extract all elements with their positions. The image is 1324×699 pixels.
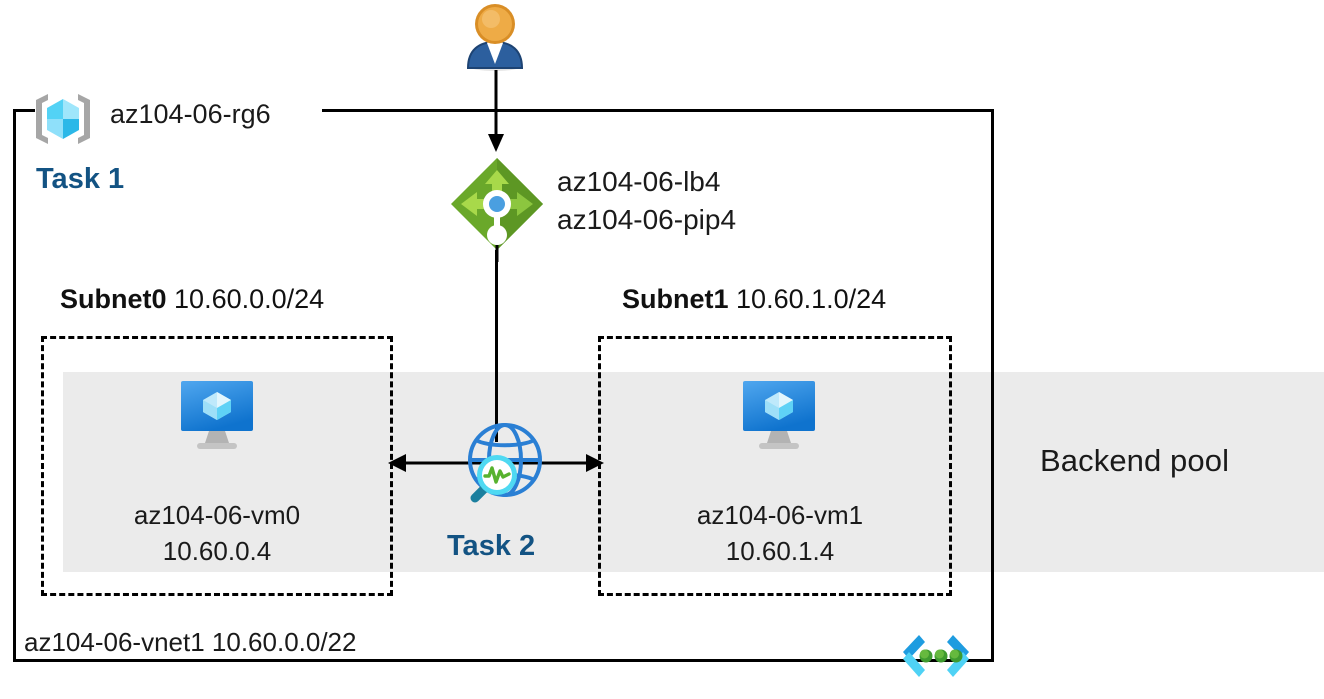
vm1-ip: 10.60.1.4 [725, 536, 835, 566]
virtual-network-chevron-icon [897, 633, 975, 685]
arrow-user-to-load-balancer [479, 70, 513, 154]
task-1-label: Task 1 [36, 163, 125, 195]
vm1-caption: az104-06-vm1 10.60.1.4 [660, 497, 900, 569]
resource-group-border-top-right [322, 109, 994, 112]
subnet0-title: Subnet0 10.60.0.0/24 [60, 284, 324, 315]
load-balancer-labels: az104-06-lb4 az104-06-pip4 [557, 163, 736, 239]
subnet1-cidr: 10.60.1.0/24 [736, 284, 887, 314]
virtual-machine-icon [738, 379, 820, 453]
vm1-name: az104-06-vm1 [696, 500, 864, 530]
resource-group-border-top-left [13, 109, 35, 112]
user-person-icon [460, 2, 530, 72]
vm0-ip: 10.60.0.4 [162, 536, 272, 566]
vm0-caption: az104-06-vm0 10.60.0.4 [97, 497, 337, 569]
vnet-border-bottom [13, 659, 994, 662]
subnet1-title: Subnet1 10.60.1.0/24 [622, 284, 886, 315]
network-watcher-globe-icon [455, 418, 551, 514]
resource-group-cube-icon [32, 88, 94, 150]
vnet-label: az104-06-vnet1 10.60.0.0/22 [24, 627, 357, 657]
backend-pool-label: Backend pool [1040, 443, 1230, 478]
task-2-label: Task 2 [447, 530, 536, 562]
line-load-balancer-to-network-watcher [495, 250, 498, 442]
virtual-machine-icon [176, 379, 258, 453]
subnet0-name: Subnet0 [60, 284, 167, 314]
subnet1-box [598, 336, 952, 596]
subnet0-cidr: 10.60.0.0/24 [174, 284, 325, 314]
load-balancer-diamond-icon [449, 156, 545, 262]
resource-group-border-left [13, 109, 16, 662]
backend-pool-band [63, 372, 1324, 572]
resource-group-border-right [991, 109, 994, 662]
load-balancer-name-label: az104-06-lb4 [557, 166, 721, 197]
resource-group-name-label: az104-06-rg6 [110, 99, 271, 129]
subnet1-name: Subnet1 [622, 284, 729, 314]
vm0-name: az104-06-vm0 [133, 500, 301, 530]
subnet0-box [41, 336, 393, 596]
public-ip-name-label: az104-06-pip4 [557, 204, 737, 235]
